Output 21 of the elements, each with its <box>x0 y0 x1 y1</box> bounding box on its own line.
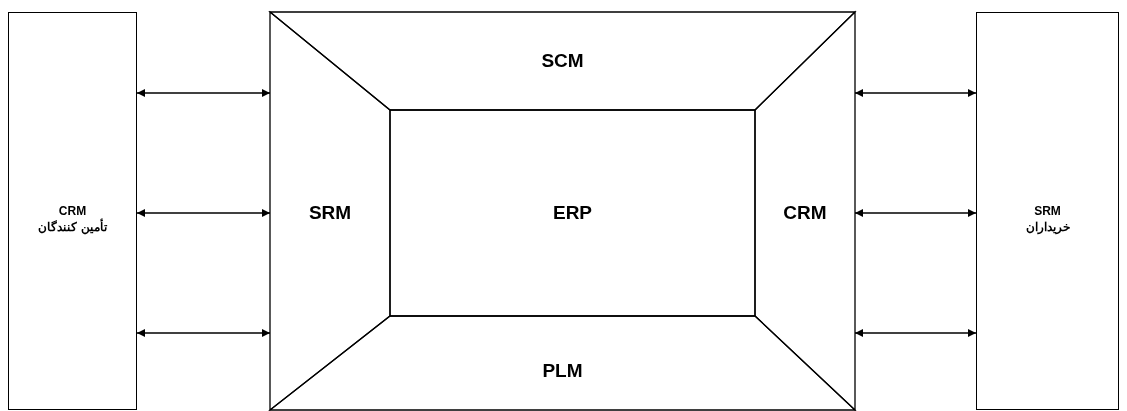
node-label: PLM <box>541 360 584 382</box>
double-arrow <box>136 89 271 97</box>
node-label: خریداران <box>1024 220 1071 234</box>
trapezoid-panel <box>270 12 390 410</box>
double-arrow <box>136 209 271 217</box>
node-label: SRM <box>307 202 353 224</box>
node-label: CRM <box>57 204 88 218</box>
node-label: ERP <box>551 202 594 224</box>
buyer-box <box>976 12 1119 410</box>
node-label: CRM <box>782 202 828 224</box>
double-arrow <box>854 209 977 217</box>
double-arrow <box>136 329 271 337</box>
node-label: SCM <box>540 50 585 72</box>
trapezoid-panel <box>270 316 855 410</box>
double-arrow <box>854 89 977 97</box>
center-box <box>390 110 755 316</box>
supplier-box <box>8 12 137 410</box>
double-arrow <box>854 329 977 337</box>
trapezoid-panel <box>755 12 855 410</box>
node-label: SRM <box>1033 204 1062 218</box>
node-label: تأمین کنندگان <box>37 220 109 234</box>
